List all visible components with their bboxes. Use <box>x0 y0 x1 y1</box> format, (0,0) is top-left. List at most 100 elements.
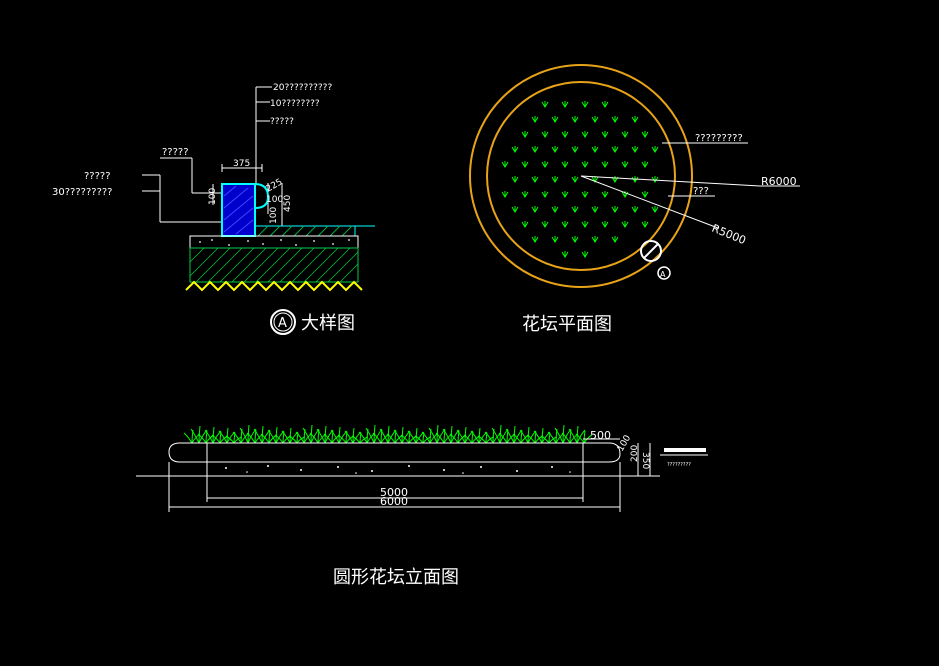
plant-symbol <box>551 176 559 183</box>
plant-symbol <box>521 191 529 198</box>
plant-symbol <box>571 116 579 123</box>
elev-dim-5000: 5000 <box>380 486 408 499</box>
plant-symbol <box>551 206 559 213</box>
plan-view: ????????? ??? R6000 R5000 A 花坛平面图 <box>469 64 800 335</box>
plan-cut-circle <box>640 240 662 262</box>
detail-section: 20?????????? 10???????? ????? ????? ????… <box>52 83 375 335</box>
plant-symbol <box>501 161 509 168</box>
plant-symbol <box>511 176 519 183</box>
plant-symbol <box>591 236 599 243</box>
elev-dim-200: 200 <box>630 445 640 462</box>
plant-symbol <box>641 131 649 138</box>
plant-symbol <box>531 116 539 123</box>
paving-hatch <box>257 225 353 237</box>
plant-symbol <box>561 221 569 228</box>
plant-symbol <box>531 176 539 183</box>
plant-symbol <box>561 101 569 108</box>
detail-label-4: ????? <box>162 147 189 158</box>
plan-inner-ring <box>486 81 676 271</box>
plant-symbol <box>601 221 609 228</box>
plant-symbol <box>561 251 569 258</box>
detail-label-5: ????? <box>84 171 111 182</box>
detail-label-3: ????? <box>270 117 294 127</box>
elev-dim-6000: 6000 <box>380 495 408 508</box>
plant-symbol <box>621 161 629 168</box>
plant-symbol <box>571 176 579 183</box>
grass-tuft <box>456 426 474 444</box>
grass-tuft <box>575 430 593 444</box>
plan-title: 花坛平面图 <box>522 314 612 335</box>
plant-symbol <box>501 191 509 198</box>
plant-symbol <box>621 131 629 138</box>
plant-symbol <box>601 191 609 198</box>
compacted-base-zigzag <box>185 280 363 292</box>
plant-symbol <box>561 191 569 198</box>
plant-symbol <box>651 206 659 213</box>
section-marker-inner <box>273 312 293 332</box>
plant-symbol <box>521 131 529 138</box>
grass-tuft <box>519 426 537 444</box>
plant-symbol <box>641 191 649 198</box>
detail-title: 大样图 <box>301 313 355 334</box>
plant-symbol <box>561 131 569 138</box>
grass-tuft <box>407 427 425 444</box>
plant-symbol <box>581 191 589 198</box>
grass-tuft <box>393 426 411 444</box>
plan-outer-ring <box>469 64 693 288</box>
grass-tuft <box>470 427 488 444</box>
plan-leaders <box>580 142 800 229</box>
plant-symbol <box>601 131 609 138</box>
plant-symbol <box>611 146 619 153</box>
detail-leader-lines <box>142 86 283 226</box>
dim-100-inner: 100 <box>269 207 279 224</box>
section-marker-letter: A <box>278 316 287 331</box>
plant-symbol <box>541 101 549 108</box>
dim-225: 225 <box>265 177 285 194</box>
elevation-soil-dots <box>225 465 571 474</box>
soil-hatch <box>189 247 359 283</box>
elev-dim-350: 350 <box>640 452 650 469</box>
plant-symbol <box>591 116 599 123</box>
plan-cut-tag <box>657 266 671 280</box>
plant-symbol <box>581 101 589 108</box>
grass-tuft <box>267 426 285 444</box>
plant-symbol <box>581 161 589 168</box>
detail-label-6: 30????????? <box>52 187 113 198</box>
plant-symbol <box>541 161 549 168</box>
gravel-layer <box>189 235 359 249</box>
plant-symbol <box>601 101 609 108</box>
plant-symbol <box>581 251 589 258</box>
section-marker-outer <box>270 309 296 335</box>
plant-symbol <box>611 236 619 243</box>
plant-symbol <box>601 161 609 168</box>
gravel-dots <box>199 239 350 246</box>
plant-symbol <box>621 221 629 228</box>
plan-label-edge: ??? <box>693 186 709 197</box>
plant-symbol <box>511 146 519 153</box>
plan-radius-outer: R6000 <box>761 175 797 188</box>
elevation-outline <box>136 438 660 512</box>
plant-symbol <box>541 191 549 198</box>
plant-symbol <box>641 221 649 228</box>
plant-symbol <box>531 146 539 153</box>
plant-symbol <box>651 176 659 183</box>
elev-dim-500: 500 <box>590 429 611 442</box>
plant-symbol <box>511 206 519 213</box>
plant-symbol <box>531 206 539 213</box>
plant-symbol <box>571 206 579 213</box>
plant-symbol <box>641 161 649 168</box>
plant-symbol <box>551 236 559 243</box>
grass-tufts <box>183 424 593 444</box>
curb-bullnose <box>254 183 270 209</box>
plant-symbol <box>611 206 619 213</box>
detail-label-2: 10???????? <box>270 99 320 109</box>
curb-hatch <box>223 185 254 235</box>
plant-symbol <box>571 236 579 243</box>
plant-symbol <box>611 176 619 183</box>
detail-label-1: 20?????????? <box>273 83 332 93</box>
grass-tuft <box>281 427 299 444</box>
plant-symbol <box>651 146 659 153</box>
plant-symbol <box>551 146 559 153</box>
grass-tuft <box>533 427 551 444</box>
